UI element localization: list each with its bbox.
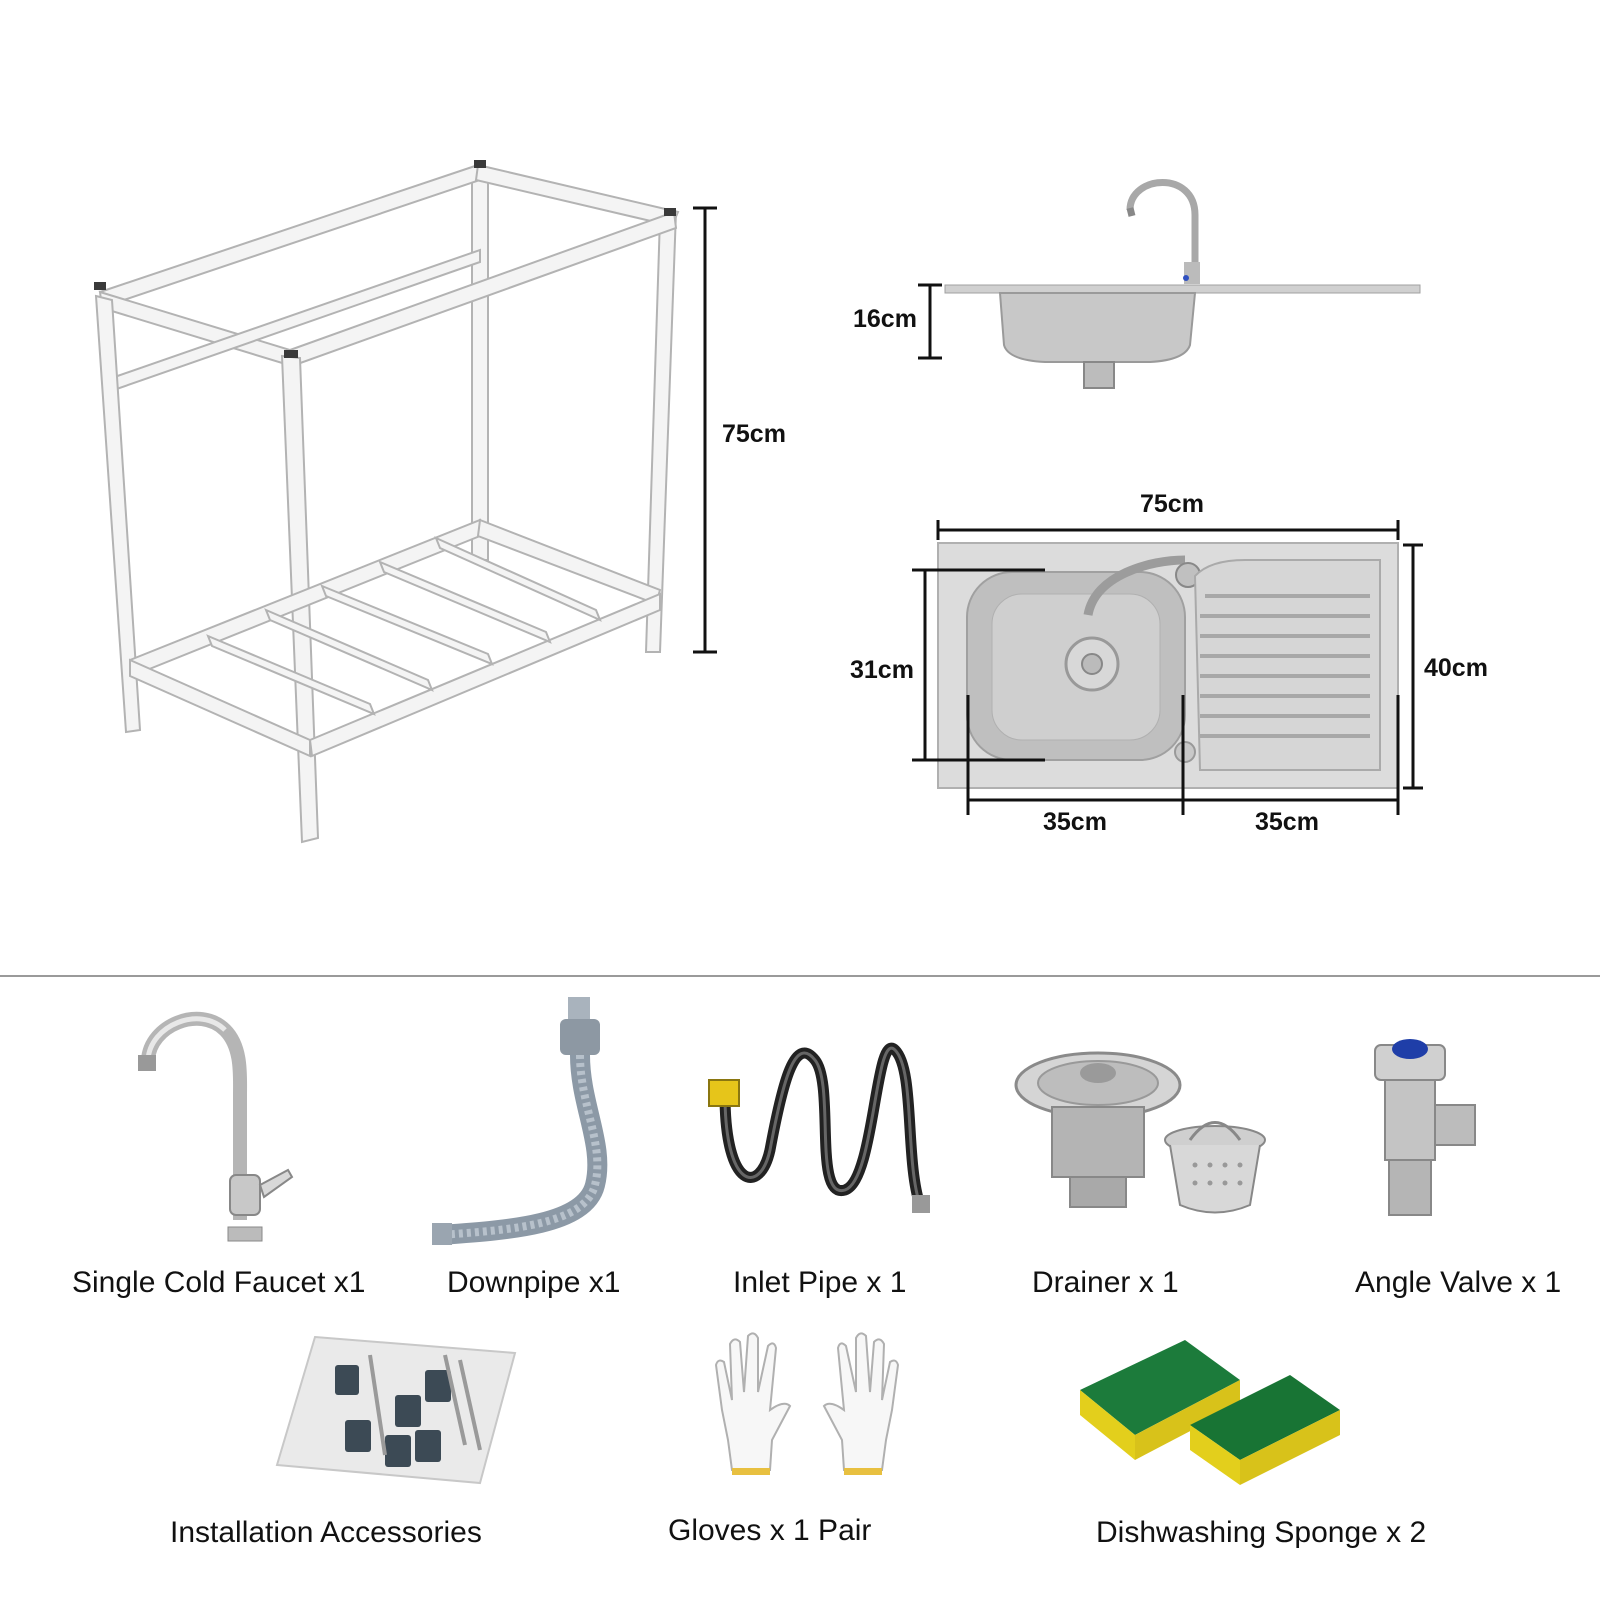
inlet-pipe-icon — [708, 1042, 930, 1213]
basin-right-label: 35cm — [1255, 808, 1319, 836]
downpipe-icon — [432, 997, 608, 1245]
drainer-label: Drainer x 1 — [1032, 1266, 1179, 1299]
gloves-icon — [714, 1332, 900, 1475]
section-divider — [0, 975, 1600, 977]
sink-width-label: 75cm — [1140, 490, 1204, 518]
basin-left-label: 35cm — [1043, 808, 1107, 836]
faucet-icon — [138, 1011, 294, 1242]
basin-depth-label: 31cm — [850, 656, 914, 684]
angle-valve-label: Angle Valve x 1 — [1355, 1266, 1562, 1299]
sponge-icon — [1080, 1340, 1340, 1485]
inlet-pipe-label: Inlet Pipe x 1 — [733, 1266, 907, 1299]
sink-top-view — [912, 520, 1423, 815]
angle-valve-icon — [1374, 1039, 1476, 1216]
downpipe-label: Downpipe x1 — [447, 1266, 621, 1299]
hardware-bag-icon — [275, 1335, 517, 1485]
drainer-icon — [1014, 1051, 1266, 1214]
installation-accessories-label: Installation Accessories — [170, 1516, 482, 1549]
frame-height-label: 75cm — [722, 420, 786, 448]
faucet-label: Single Cold Faucet x1 — [72, 1266, 366, 1299]
sink-stand-frame — [94, 160, 717, 844]
sink-side-view — [918, 179, 1421, 389]
sponge-label: Dishwashing Sponge x 2 — [1096, 1516, 1427, 1549]
sink-length-label: 40cm — [1424, 654, 1488, 682]
sink-depth-label: 16cm — [853, 305, 917, 333]
gloves-label: Gloves x 1 Pair — [668, 1514, 872, 1547]
